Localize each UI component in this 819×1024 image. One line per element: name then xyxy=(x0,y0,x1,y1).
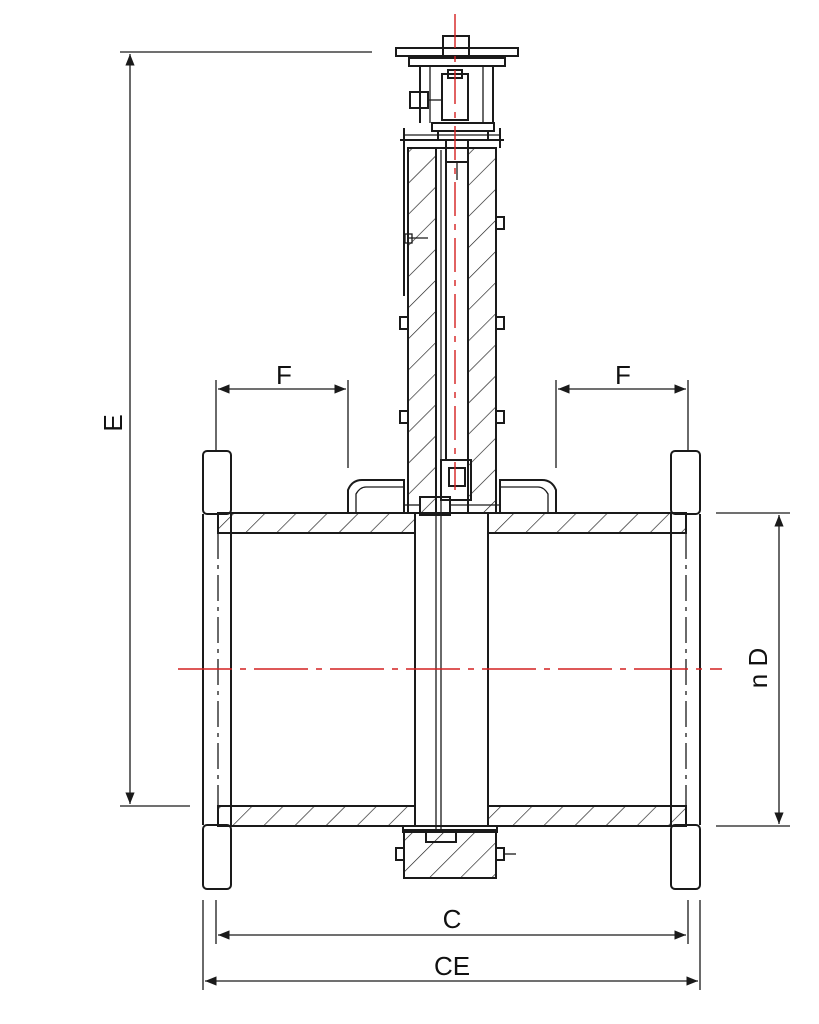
bonnet-bolt xyxy=(399,410,409,424)
dim-label-f-left: F xyxy=(276,360,292,390)
top-actuator xyxy=(395,35,519,180)
dimension-nd: n D xyxy=(716,512,790,827)
bottom-wall-left xyxy=(218,806,415,826)
dim-label-f-right: F xyxy=(615,360,631,390)
dim-label-e: E xyxy=(98,414,128,431)
dimension-f-right: F xyxy=(555,360,689,468)
bushing-bolt xyxy=(495,847,505,861)
top-wall-right xyxy=(488,513,686,533)
bonnet-bolt xyxy=(495,316,505,330)
bonnet-feet xyxy=(347,479,557,516)
top-wall-left xyxy=(218,513,415,533)
dimension-ce: CE xyxy=(202,900,701,990)
bottom-bushing xyxy=(395,825,516,879)
centerlines xyxy=(178,14,722,670)
dimension-c: C xyxy=(215,900,689,944)
dim-label-c: C xyxy=(443,904,462,934)
bottom-wall-right xyxy=(488,806,686,826)
bonnet-bolt xyxy=(495,410,505,424)
dim-label-ce: CE xyxy=(434,951,470,981)
dimension-f-left: F xyxy=(215,360,349,468)
bonnet-column xyxy=(399,128,505,514)
bushing-bolt xyxy=(395,847,405,861)
dim-label-nd: n D xyxy=(743,648,773,688)
gate-stem xyxy=(435,150,472,832)
bonnet-bolt xyxy=(399,316,409,330)
handwheel-plate xyxy=(395,47,519,57)
bonnet-bolt xyxy=(495,216,505,230)
dimension-e: E xyxy=(98,51,372,807)
